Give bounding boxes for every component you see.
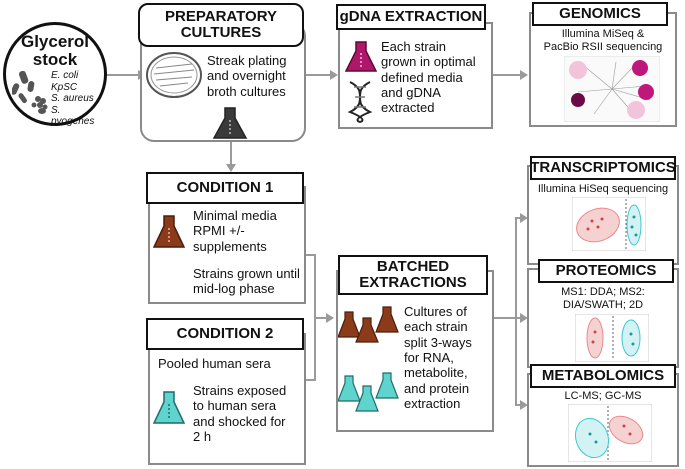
species-item: KpSC (51, 81, 78, 93)
batched-title-line2: EXTRACTIONS (359, 274, 467, 291)
condition1-text-line: RPMI +/- (193, 223, 245, 239)
arrow-head (520, 70, 528, 80)
glycerol-stock-node: Glycerol stock E. coli KpSC S. aureus S.… (3, 22, 107, 128)
condition1-text-line: Minimal media (193, 208, 277, 223)
transcriptomics-header: TRANSCRIPTOMICS (530, 156, 676, 180)
glycerol-title: Glycerol stock (6, 33, 104, 69)
condition1-text-line: mid-log phase (193, 281, 275, 297)
condition1-box (148, 186, 306, 304)
bacteria-icon (12, 70, 48, 114)
condition2-text: Strains exposed to human sera and shocke… (193, 383, 286, 444)
preparatory-text: Streak plating and overnight broth cultu… (207, 53, 287, 99)
genomics-text-line: PacBio RSII sequencing (543, 41, 663, 54)
batched-extractions-header: BATCHED EXTRACTIONS (338, 255, 488, 295)
gdna-text-line: extracted (381, 100, 435, 116)
gdna-extraction-header: gDNA EXTRACTION (336, 4, 486, 30)
preparatory-text-line: and overnight (207, 68, 286, 84)
species-item: E. coli (51, 70, 79, 81)
condition1-text-line: Strains grown until (193, 266, 300, 281)
condition2-text-line: and shocked for (193, 413, 286, 429)
metabolomics-text: LC-MS; GC-MS (530, 390, 676, 403)
transcriptomics-text: Illumina HiSeq sequencing (530, 183, 676, 196)
connector-condition1-to-batched (304, 254, 333, 319)
genomics-title: GENOMICS (559, 4, 641, 22)
arrow-head (330, 70, 338, 80)
condition2-text-line: to human sera (193, 398, 277, 414)
species-list: E. coli KpSC S. aureus S. pyogenes (51, 70, 104, 128)
condition2-title: CONDITION 2 (176, 324, 274, 342)
condition2-text-line: 2 h (193, 428, 212, 444)
transcriptomics-text-line: Illumina HiSeq sequencing (537, 183, 669, 195)
metabolomics-title: METABOLOMICS (541, 366, 665, 384)
preparatory-title-line1: PREPARATORY (165, 7, 277, 25)
glycerol-title-line1: Glycerol (20, 32, 90, 51)
species-item: S. pyogenes (51, 104, 95, 128)
connector-omics-bracket (515, 217, 524, 406)
condition1-text-b: Strains grown until mid-log phase (193, 266, 300, 297)
flask-group-icon (338, 306, 399, 343)
arrow-head (326, 313, 334, 323)
preparatory-cultures-header: PREPARATORY CULTURES (138, 3, 304, 47)
transcriptomics-title: TRANSCRIPTOMICS (530, 158, 676, 176)
species-item: S. aureus (51, 93, 94, 104)
batched-text-line: extraction (404, 395, 461, 411)
condition2-subtitle-text: Pooled human sera (158, 356, 271, 371)
proteomics-text-line: DIA/SWATH; 2D (562, 299, 644, 312)
proteomics-title: PROTEOMICS (555, 261, 657, 279)
preparatory-title-line2: CULTURES (180, 24, 262, 41)
metabolomics-text-line: LC-MS; GC-MS (564, 390, 642, 402)
genomics-text-line: Illumina MiSeq & (561, 28, 645, 40)
scatter-plot-image (568, 404, 652, 462)
batched-text-line: split 3-ways (404, 334, 472, 350)
gdna-title: gDNA EXTRACTION (339, 7, 483, 25)
scatter-plot-image (572, 197, 646, 251)
connector-condition2-to-batched (304, 318, 316, 381)
flask-icon (344, 41, 378, 72)
gdna-text-line: and gDNA (381, 84, 441, 100)
gdna-text-line: grown in optimal (381, 54, 476, 70)
batched-text-line: for RNA, (404, 349, 454, 365)
phylogenetic-tree-image (564, 56, 660, 122)
arrow-head (520, 313, 528, 323)
arrow-head (520, 400, 528, 410)
preparatory-text-line: Streak plating (207, 53, 287, 68)
batched-text-line: and protein (404, 380, 470, 396)
condition2-text-line: Strains exposed (193, 383, 287, 398)
batched-text-line: each strain (404, 319, 468, 335)
gdna-text: Each strain grown in optimal defined med… (381, 39, 476, 116)
petri-dish-icon (146, 52, 202, 98)
batched-text-line: metabolite, (404, 365, 468, 381)
dna-helix-icon (347, 81, 373, 123)
genomics-header: GENOMICS (532, 2, 668, 26)
flask-group-icon (338, 372, 399, 412)
condition2-header: CONDITION 2 (146, 318, 304, 350)
proteomics-header: PROTEOMICS (538, 259, 674, 283)
genomics-text: Illumina MiSeq & PacBio RSII sequencing (532, 28, 674, 54)
gdna-text-line: Each strain (381, 39, 447, 54)
proteomics-text: MS1: DDA; MS2: DIA/SWATH; 2D (530, 286, 676, 312)
scatter-plot-image (575, 314, 649, 362)
condition1-text-a: Minimal media RPMI +/- supplements (193, 208, 277, 254)
arrow-head (226, 164, 236, 172)
flask-icon (152, 215, 186, 248)
batched-text: Cultures of each strain split 3-ways for… (404, 304, 472, 411)
condition1-header: CONDITION 1 (146, 172, 304, 204)
batched-title-line1: BATCHED (376, 257, 450, 275)
preparatory-text-line: broth cultures (207, 83, 286, 99)
condition2-subtitle: Pooled human sera (158, 356, 271, 371)
condition1-title: CONDITION 1 (176, 178, 274, 196)
glycerol-title-line2: stock (32, 49, 78, 69)
proteomics-text-line: MS1: DDA; MS2: (561, 286, 645, 298)
gdna-text-line: defined media (381, 69, 463, 85)
condition1-text-line: supplements (193, 238, 267, 254)
metabolomics-header: METABOLOMICS (530, 364, 676, 388)
batched-text-line: Cultures of (404, 304, 467, 319)
flask-icon (212, 107, 248, 139)
flask-icon (152, 391, 186, 424)
arrow-head (520, 213, 528, 223)
